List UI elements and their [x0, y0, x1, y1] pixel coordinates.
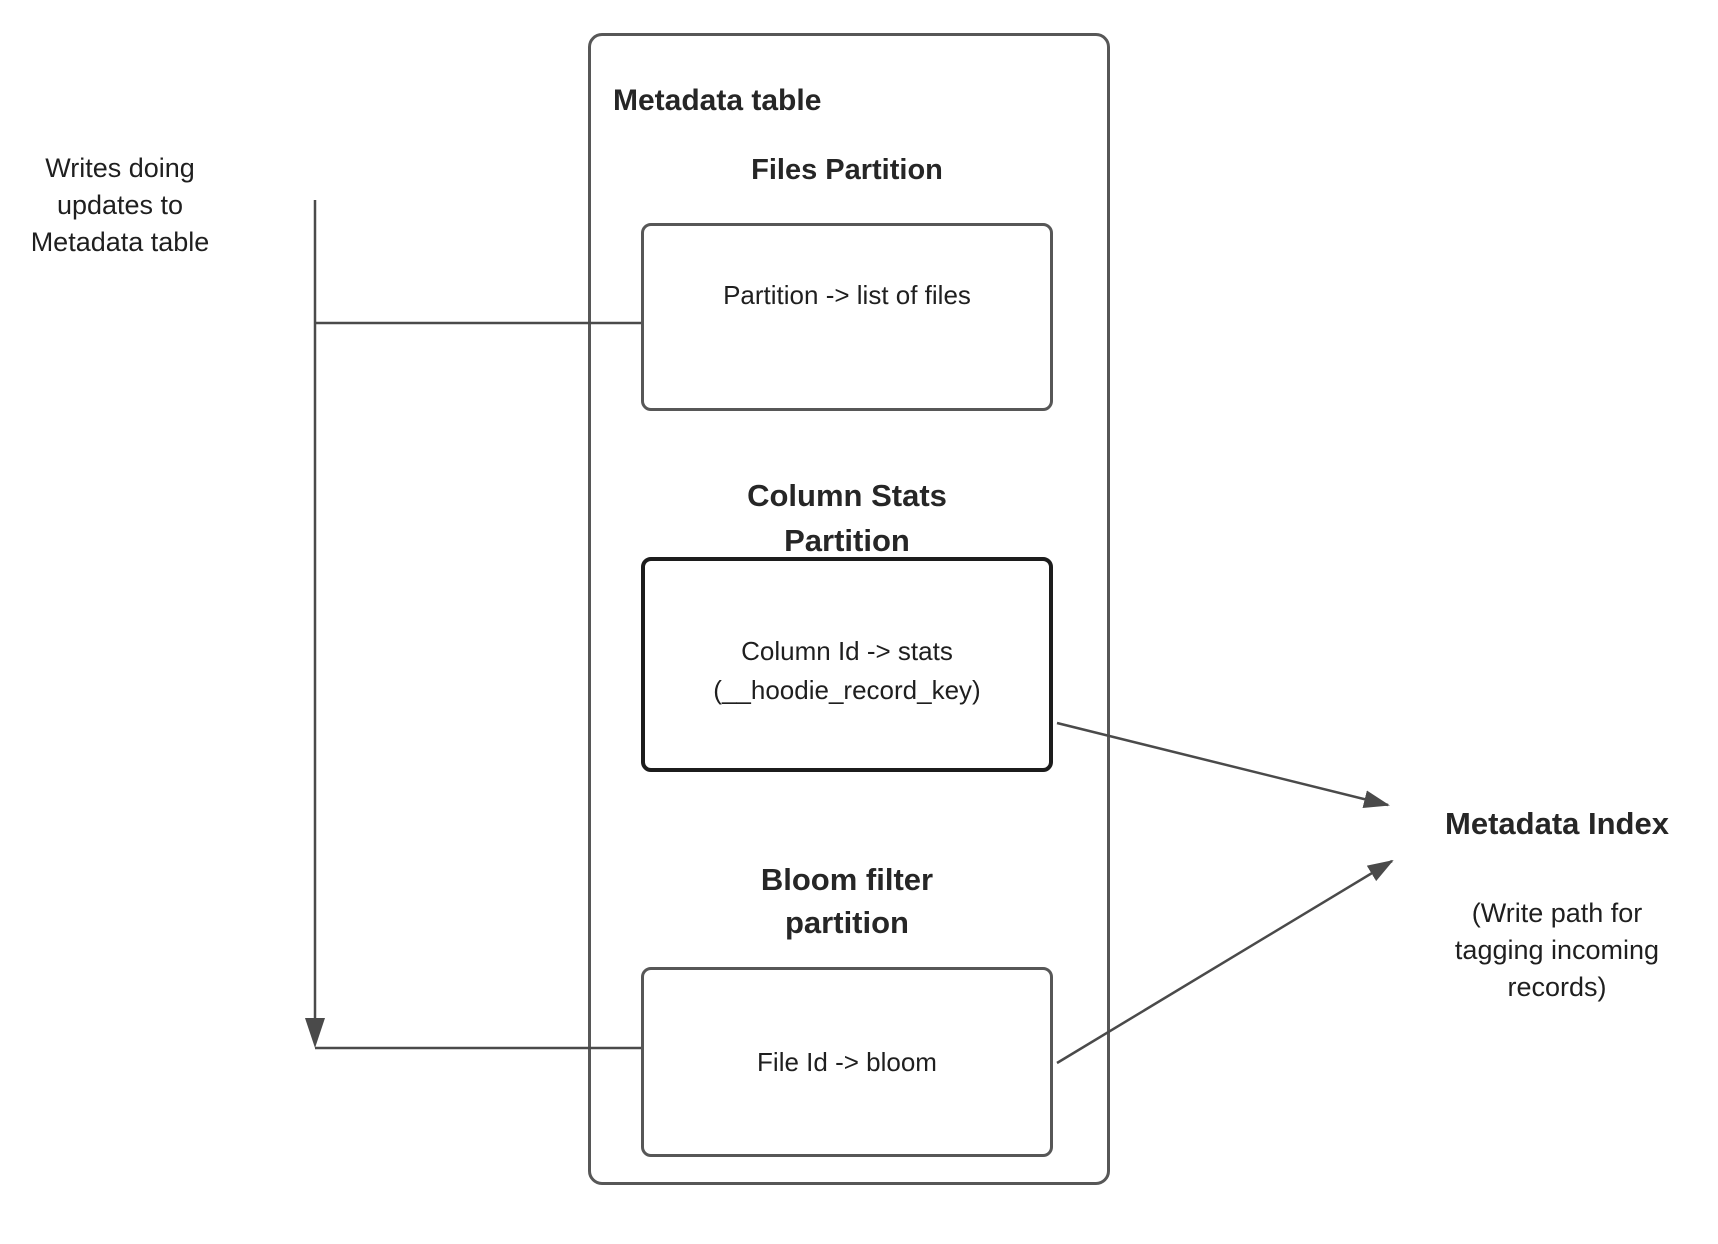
files-partition-box: [641, 223, 1053, 411]
files-partition-heading: Files Partition: [751, 154, 943, 186]
bloom-filter-partition-heading: Bloom filter partition: [760, 862, 934, 940]
writes-note: Writes doing updates to Metadata table: [30, 153, 210, 257]
column-stats-partition-heading: Column Stats Partition: [747, 478, 947, 558]
metadata-table-title: Metadata table: [613, 84, 822, 117]
metadata-index-subtitle: (Write path for tagging incoming records…: [1454, 898, 1660, 1002]
column-stats-partition-box: [641, 557, 1053, 772]
column-stats-partition-content: Column Id -> stats (__hoodie_record_key): [713, 636, 981, 705]
bloom-filter-partition-content: File Id -> bloom: [757, 1047, 937, 1077]
writes-down-arrowhead-icon: [305, 1018, 325, 1048]
bloom-filter-partition-box: [641, 967, 1053, 1157]
files-partition-content: Partition -> list of files: [723, 280, 971, 310]
metadata-index-title: Metadata Index: [1445, 806, 1669, 841]
